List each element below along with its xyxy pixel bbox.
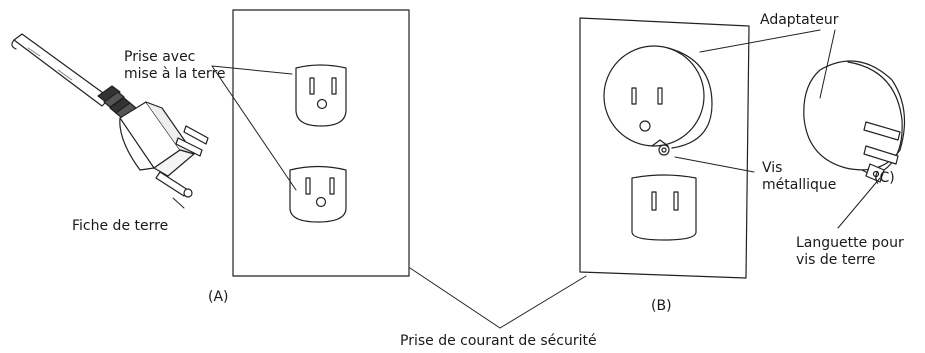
grounded-outlet-label: Prise avec mise à la terre xyxy=(124,49,226,83)
grounded-receptacle-top xyxy=(295,64,347,127)
panel-c-label: (C) xyxy=(874,170,895,186)
safety-outlet-label: Prise de courant de sécurité xyxy=(400,333,597,349)
metal-screw-label: Vis métallique xyxy=(762,160,836,194)
adapter-side-view xyxy=(803,60,906,183)
ungrounded-receptacle xyxy=(631,174,697,241)
grounded-outlet-label-line2: mise à la terre xyxy=(124,66,226,82)
grounded-receptacle-bottom xyxy=(289,165,347,223)
ground-tab-label-line1: Languette pour xyxy=(796,235,904,251)
metal-screw xyxy=(658,144,670,156)
metal-screw-label-line1: Vis xyxy=(762,160,783,176)
metal-screw-label-line2: métallique xyxy=(762,177,837,193)
panel-b-label: (B) xyxy=(651,298,672,314)
grounded-plug xyxy=(11,33,209,198)
grounded-outlet-label-line1: Prise avec xyxy=(124,49,196,65)
ground-pin xyxy=(155,171,193,198)
ground-tab-label: Languette pour vis de terre xyxy=(796,235,904,269)
adapter-label: Adaptateur xyxy=(760,12,839,28)
adapter-installed xyxy=(603,45,713,149)
ground-tab-label-line2: vis de terre xyxy=(796,252,876,268)
wall-plate-a xyxy=(232,9,410,277)
ground-pin-label: Fiche de terre xyxy=(72,218,169,234)
panel-a-label: (A) xyxy=(208,289,229,305)
leader-lines xyxy=(172,29,881,329)
